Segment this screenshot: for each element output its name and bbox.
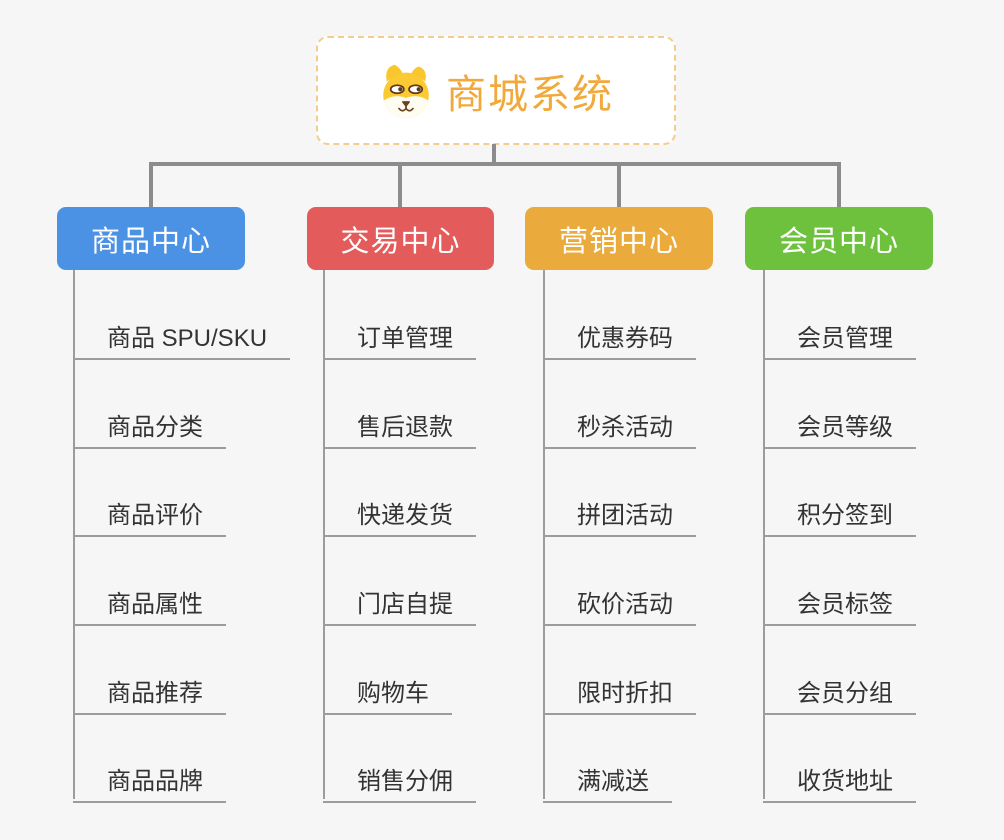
connector-horizontal-bar — [149, 162, 841, 166]
connector-drop-product — [149, 162, 153, 208]
branch-marketing-center[interactable]: 营销中心 — [525, 207, 713, 270]
leaf-node[interactable]: 订单管理 — [323, 311, 476, 360]
leaf-node[interactable]: 快递发货 — [323, 488, 476, 537]
leaf-node[interactable]: 商品推荐 — [73, 666, 226, 715]
leaf-node[interactable]: 商品 SPU/SKU — [73, 311, 291, 360]
leaf-node[interactable]: 售后退款 — [323, 400, 476, 449]
spine-product-center — [73, 270, 75, 799]
leaf-node[interactable]: 销售分佣 — [323, 754, 476, 803]
spine-trade-center — [323, 270, 325, 799]
spine-member-center — [763, 270, 765, 799]
leaf-node[interactable]: 满减送 — [543, 754, 672, 803]
connector-drop-trade — [398, 162, 402, 208]
leaf-node[interactable]: 限时折扣 — [543, 666, 696, 715]
branch-product-center[interactable]: 商品中心 — [57, 207, 245, 270]
leaf-node[interactable]: 积分签到 — [763, 488, 916, 537]
leaf-node[interactable]: 商品分类 — [73, 400, 226, 449]
branch-trade-center[interactable]: 交易中心 — [307, 207, 494, 270]
leaf-node[interactable]: 收货地址 — [763, 754, 916, 803]
leaf-node[interactable]: 拼团活动 — [543, 488, 696, 537]
leaf-node[interactable]: 会员管理 — [763, 311, 916, 360]
leaf-node[interactable]: 购物车 — [323, 666, 452, 715]
root-title: 商城系统 — [446, 72, 614, 117]
connector-root-stem — [492, 144, 496, 164]
dog-face-icon — [383, 64, 429, 118]
connector-drop-member — [837, 162, 841, 208]
leaf-node[interactable]: 商品品牌 — [73, 754, 226, 803]
leaf-node[interactable]: 优惠券码 — [543, 311, 696, 360]
leaf-node[interactable]: 秒杀活动 — [543, 400, 696, 449]
leaf-node[interactable]: 门店自提 — [323, 577, 476, 626]
leaf-node[interactable]: 砍价活动 — [543, 577, 696, 626]
spine-marketing-center — [543, 270, 545, 799]
branch-member-center[interactable]: 会员中心 — [745, 207, 933, 270]
root-node-mall-system[interactable]: 商城系统 — [316, 36, 676, 145]
connector-drop-marketing — [617, 162, 621, 208]
leaf-node[interactable]: 商品评价 — [73, 488, 226, 537]
leaf-node[interactable]: 会员标签 — [763, 577, 916, 626]
leaf-node[interactable]: 会员等级 — [763, 400, 916, 449]
leaf-node[interactable]: 商品属性 — [73, 577, 226, 626]
leaf-node[interactable]: 会员分组 — [763, 666, 916, 715]
